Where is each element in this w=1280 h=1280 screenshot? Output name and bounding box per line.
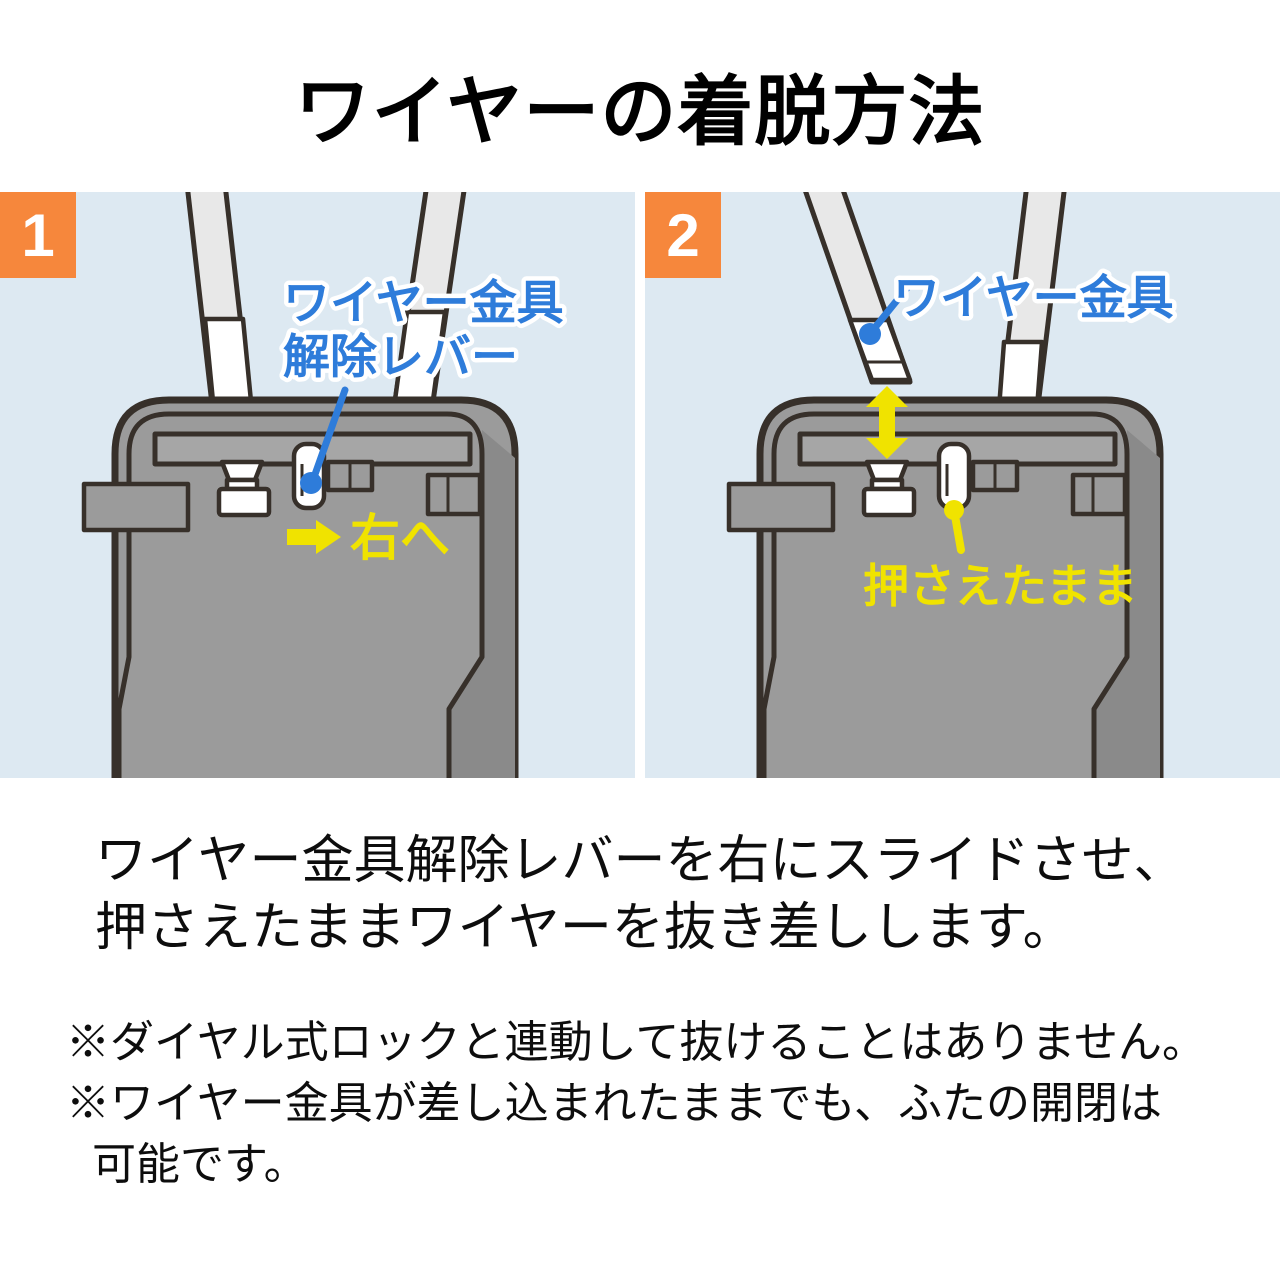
slide-direction-label: 右へ (350, 510, 450, 566)
note-1: ※ダイヤル式ロックと連動して抜けることはありません。 (66, 1018, 1207, 1067)
hold-leader-line (950, 506, 965, 554)
lever-leader-line (309, 386, 349, 484)
lever-pointer-dot (300, 472, 322, 494)
note-2-line-1: ※ワイヤー金具が差し込まれたままでも、ふたの開閉は (66, 1079, 1163, 1128)
wire-fitting-label: ワイヤー金具 (893, 271, 1174, 324)
step-panel-2: 2 (645, 192, 1280, 778)
lever-guide-notch (970, 459, 1020, 493)
right-arrow-icon (287, 520, 341, 554)
right-latch-detail (425, 472, 483, 517)
release-lever-label-line1: ワイヤー金具 (283, 276, 564, 329)
wire-socket (861, 459, 917, 518)
wire-left-fitting (847, 317, 913, 383)
right-latch-detail (1070, 472, 1128, 517)
instruction-text: ワイヤー金具解除レバーを右にスライドさせ、 押さえたままワイヤーを抜き差しします… (95, 828, 1185, 962)
lockbox-illustration-step2: ワイヤー金具 押さえたまま (726, 192, 1178, 778)
lockbox-rim-line (761, 411, 1130, 778)
step-number-badge-2: 2 (645, 192, 721, 278)
step-panel-1: 1 (0, 192, 635, 778)
instruction-line-2: 押さえたままワイヤーを抜き差しします。 (95, 899, 1075, 957)
lever-guide-notch (325, 459, 375, 493)
step-number-badge-1: 1 (0, 192, 76, 278)
wire-left (185, 192, 256, 425)
fitting-leader-line (869, 284, 911, 334)
lockbox-rim-line (116, 411, 485, 778)
release-lever (936, 441, 972, 511)
up-down-arrow-icon (866, 386, 908, 459)
page-title: ワイヤーの着脱方法 (294, 70, 986, 155)
instruction-line-1: ワイヤー金具解除レバーを右にスライドさせ、 (95, 832, 1186, 890)
fitting-pointer-dot (859, 323, 881, 345)
note-2-line-2: 可能です。 (92, 1140, 308, 1189)
lockbox-body (726, 396, 1164, 778)
notes: ※ダイヤル式ロックと連動して抜けることはありません。 ※ワイヤー金具が差し込まれ… (66, 1012, 1206, 1195)
step-panels: 1 (0, 192, 1280, 778)
lockbox-illustration-step1: ワイヤー金具 解除レバー 右へ (81, 192, 568, 778)
release-lever-label-line2: 解除レバー (283, 330, 518, 383)
left-side-tab (726, 481, 836, 533)
wire-socket (216, 459, 272, 518)
left-side-tab (81, 481, 191, 533)
lockbox-body (81, 396, 519, 778)
hold-down-label: 押さえたまま (863, 560, 1138, 612)
